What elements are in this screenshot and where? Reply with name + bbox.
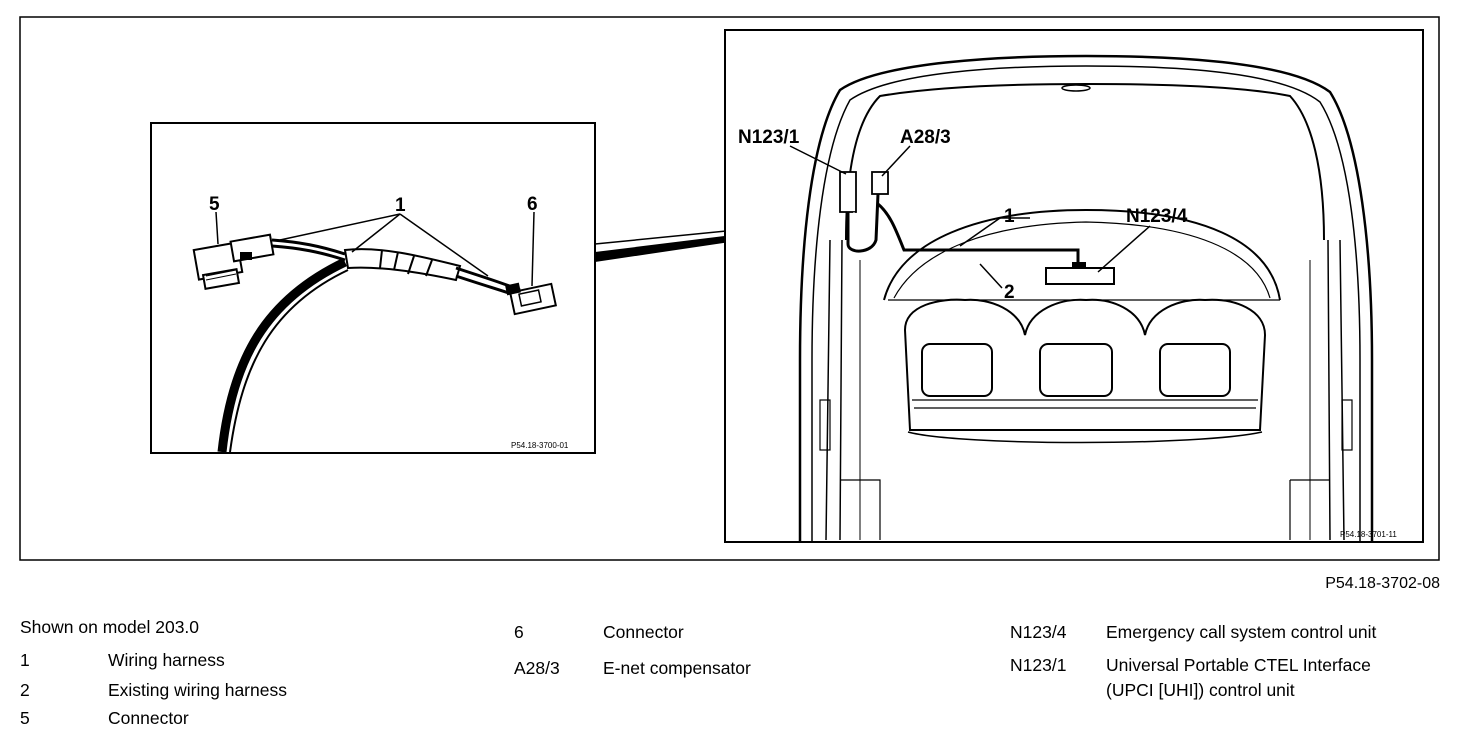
legend-code: 1	[20, 650, 30, 670]
legend-caption: Shown on model 203.0	[20, 617, 200, 637]
legend-code: N123/1	[1010, 655, 1067, 675]
parcel-shelf	[883, 208, 1281, 301]
headrest-center	[1039, 343, 1113, 397]
wiring-diagram: 5 1 6 P54.18-3700-01	[19, 16, 1440, 561]
legend-desc: Emergency call system control unit	[1106, 622, 1377, 642]
right-inset: N123/1 A28/3 1 N123/4 2 P54.18-3701-11	[724, 29, 1424, 543]
callout-left-5: 5	[209, 194, 220, 215]
legend-desc: Existing wiring harness	[108, 680, 287, 700]
legend-desc: Connector	[603, 622, 684, 642]
legend-desc: (UPCI [UHI]) control unit	[1106, 680, 1295, 700]
legend-code: A28/3	[514, 658, 560, 678]
left-inset: 5 1 6 P54.18-3700-01	[150, 122, 596, 454]
a28-3-unit	[871, 171, 889, 195]
legend-code: 6	[514, 622, 524, 642]
legend-code: 2	[20, 680, 30, 700]
callout-left-6: 6	[527, 194, 538, 215]
callout-right-1: 1	[1004, 206, 1015, 227]
n123-1-unit	[839, 171, 857, 213]
callout-left-1: 1	[395, 195, 406, 216]
legend-desc: E-net compensator	[603, 658, 751, 678]
callout-right-a28-3: A28/3	[900, 127, 951, 148]
harness-wires-left	[271, 238, 346, 262]
callout-right-2: 2	[1004, 282, 1015, 303]
legend-desc: Wiring harness	[108, 650, 225, 670]
rear-window	[845, 82, 1325, 241]
legend-code: N123/4	[1010, 622, 1067, 642]
legend-desc: Universal Portable CTEL Interface	[1106, 655, 1371, 675]
figure-id: P54.18-3702-08	[1325, 575, 1440, 592]
harness-cable-main	[217, 257, 347, 453]
callout-right-n123-1: N123/1	[738, 127, 800, 148]
left-inset-ref: P54.18-3700-01	[511, 441, 569, 450]
headrest-left	[921, 343, 993, 397]
callout-right-n123-4: N123/4	[1126, 206, 1188, 227]
n123-4-unit	[1045, 267, 1115, 285]
legend-code: 5	[20, 708, 30, 728]
right-inset-ref: P54.18-3701-11	[1340, 530, 1397, 539]
left-inset-frame	[150, 122, 596, 454]
rear-seat-outline	[903, 298, 1267, 431]
new-wiring-route	[846, 193, 1080, 266]
harness-cable-outline	[229, 269, 349, 453]
headrest-right	[1159, 343, 1231, 397]
connector-6-shape	[505, 282, 558, 316]
car-body-outline	[798, 54, 1374, 541]
legend-desc: Connector	[108, 708, 189, 728]
connector-5-shape	[192, 233, 275, 291]
outer-frame	[19, 16, 1440, 561]
